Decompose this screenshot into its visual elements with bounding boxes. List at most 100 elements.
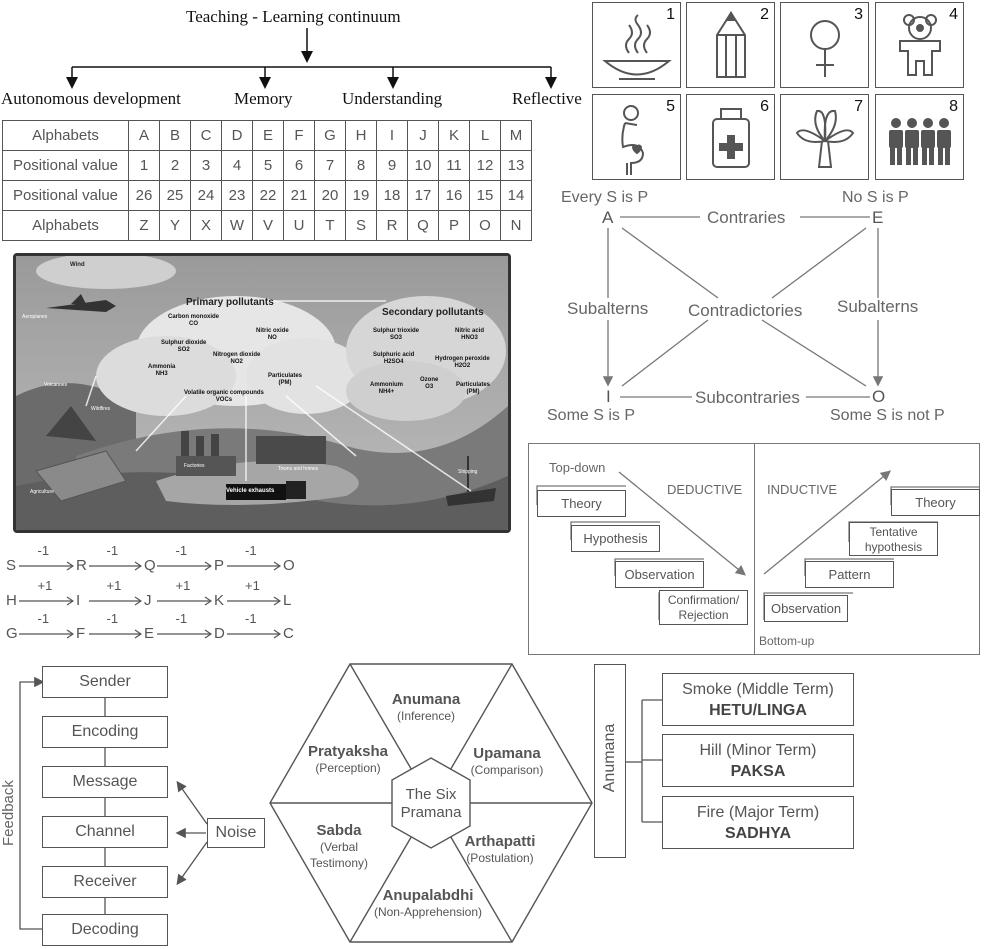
sequence-letter: J: [144, 592, 152, 609]
secondary-title: Secondary pollutants: [382, 307, 484, 318]
deductive-step-theory: Theory: [537, 490, 626, 517]
pramana-name: Pratyaksha: [307, 743, 389, 760]
tile-3: 3: [780, 2, 869, 88]
table-cell: G: [314, 120, 346, 151]
sequence-letter: P: [214, 557, 225, 574]
deductive-step-hypothesis: Hypothesis: [571, 525, 660, 552]
term-name: PAKSA: [730, 763, 786, 780]
row-header: Alphabets: [2, 210, 129, 241]
anumana-vertical-box: [594, 664, 626, 858]
sequence-step: -1: [37, 543, 50, 558]
table-cell: 25: [159, 180, 191, 211]
table-cell: Z: [128, 210, 160, 241]
tile-6: 6: [686, 94, 775, 180]
tile-number: 5: [666, 98, 675, 115]
sequence-letter: H: [6, 592, 17, 609]
pollution-scene: [16, 256, 508, 530]
pollutant-formula: (PM): [466, 389, 480, 395]
sequence-step: -1: [175, 611, 188, 626]
sequence-arrow: [157, 561, 212, 571]
sequence-letter: R: [76, 557, 87, 574]
table-cell: C: [190, 120, 222, 151]
table-cell: 19: [345, 180, 377, 211]
sequence-letter: L: [283, 592, 292, 609]
pramana-name: Anumana: [391, 691, 461, 708]
pollutant-name: Nitric oxide: [256, 328, 289, 334]
row-header: Positional value: [2, 180, 129, 211]
sequence-step: -1: [245, 543, 257, 558]
table-cell: L: [469, 120, 501, 151]
tree-icon: [795, 109, 855, 168]
pollutant-formula: SO3: [390, 335, 403, 341]
pollutant-name: Ammonium: [370, 382, 403, 388]
table-cell: T: [314, 210, 346, 241]
level-reflective: Reflective: [512, 89, 582, 108]
pramana-item: Anupalabdhi(Non-Apprehension): [366, 888, 490, 920]
comm-step-encoding: Encoding: [42, 716, 168, 748]
pollutant-formula: (PM): [278, 380, 292, 386]
table-cell: 1: [128, 150, 160, 181]
contraries-label: Contraries: [707, 208, 786, 227]
table-cell: 11: [438, 150, 470, 181]
pollutant-name: Particulates: [268, 373, 303, 379]
comm-step-decoding: Decoding: [42, 914, 168, 946]
table-cell: 23: [221, 180, 253, 211]
table-cell: 4: [221, 150, 253, 181]
communication-lines: [19, 676, 208, 930]
table-cell: S: [345, 210, 377, 241]
tile-number: 8: [949, 98, 958, 115]
sequence-letter: Q: [144, 557, 156, 574]
pollutant-formula: H2O2: [454, 363, 471, 369]
sequence-arrow: [89, 561, 142, 571]
subcontraries-label: Subcontraries: [695, 388, 800, 407]
table-cell: J: [407, 120, 439, 151]
table-cell: U: [283, 210, 315, 241]
pollutant-formula: NO: [267, 335, 277, 341]
table-cell: 16: [438, 180, 470, 211]
pollutant-formula: SO2: [177, 347, 190, 353]
level-understanding: Understanding: [342, 89, 443, 108]
anumana-term-box: Smoke (Middle Term)HETU/LINGA: [662, 673, 854, 726]
wind-label: Wind: [70, 262, 85, 268]
i-statement: Some S is P: [547, 407, 636, 424]
pramana-meaning: (Postulation): [466, 851, 534, 865]
pramana-meaning: (Perception): [315, 761, 381, 775]
feedback-label: Feedback: [0, 780, 17, 846]
term-label: Fire (Major Term): [696, 804, 820, 821]
table-cell: D: [221, 120, 253, 151]
aeroplanes-label: Aeroplanes: [22, 314, 48, 320]
steaming-bowl-icon: [602, 14, 672, 80]
sequence-arrow: [89, 629, 142, 639]
tile-number: 2: [760, 6, 769, 23]
tile-5: 5: [592, 94, 681, 180]
tile-number: 7: [854, 98, 863, 115]
pollutant-formula: H2SO4: [383, 359, 404, 365]
pollutant-formula: NH4+: [378, 389, 395, 395]
tile-number: 1: [666, 6, 675, 23]
sequence-step: +1: [37, 578, 53, 593]
level-autonomous: Autonomous development: [1, 89, 181, 108]
vehicle-label: Vehicle exhausts: [226, 488, 275, 494]
table-cell: E: [252, 120, 284, 151]
pramana-name: Anupalabdhi: [382, 887, 474, 904]
sequence-arrow: [89, 596, 142, 606]
sequence-arrow: [227, 629, 281, 639]
pollutant-name: Nitrogen dioxide: [213, 352, 261, 358]
pollutant-name: Sulphur dioxide: [161, 340, 207, 346]
continuum-connectors: [66, 28, 557, 89]
pollutant-name: Ammonia: [148, 364, 176, 370]
inductive-step-tentative-hypothesis: Tentative hypothesis: [849, 522, 938, 556]
e-statement: No S is P: [842, 189, 909, 206]
inductive-step-pattern: Pattern: [805, 561, 894, 588]
divider: [754, 444, 755, 654]
pollutant-name: Nitric acid: [455, 328, 485, 334]
sequence-letter: D: [214, 625, 225, 642]
row-header: Alphabets: [2, 120, 129, 151]
